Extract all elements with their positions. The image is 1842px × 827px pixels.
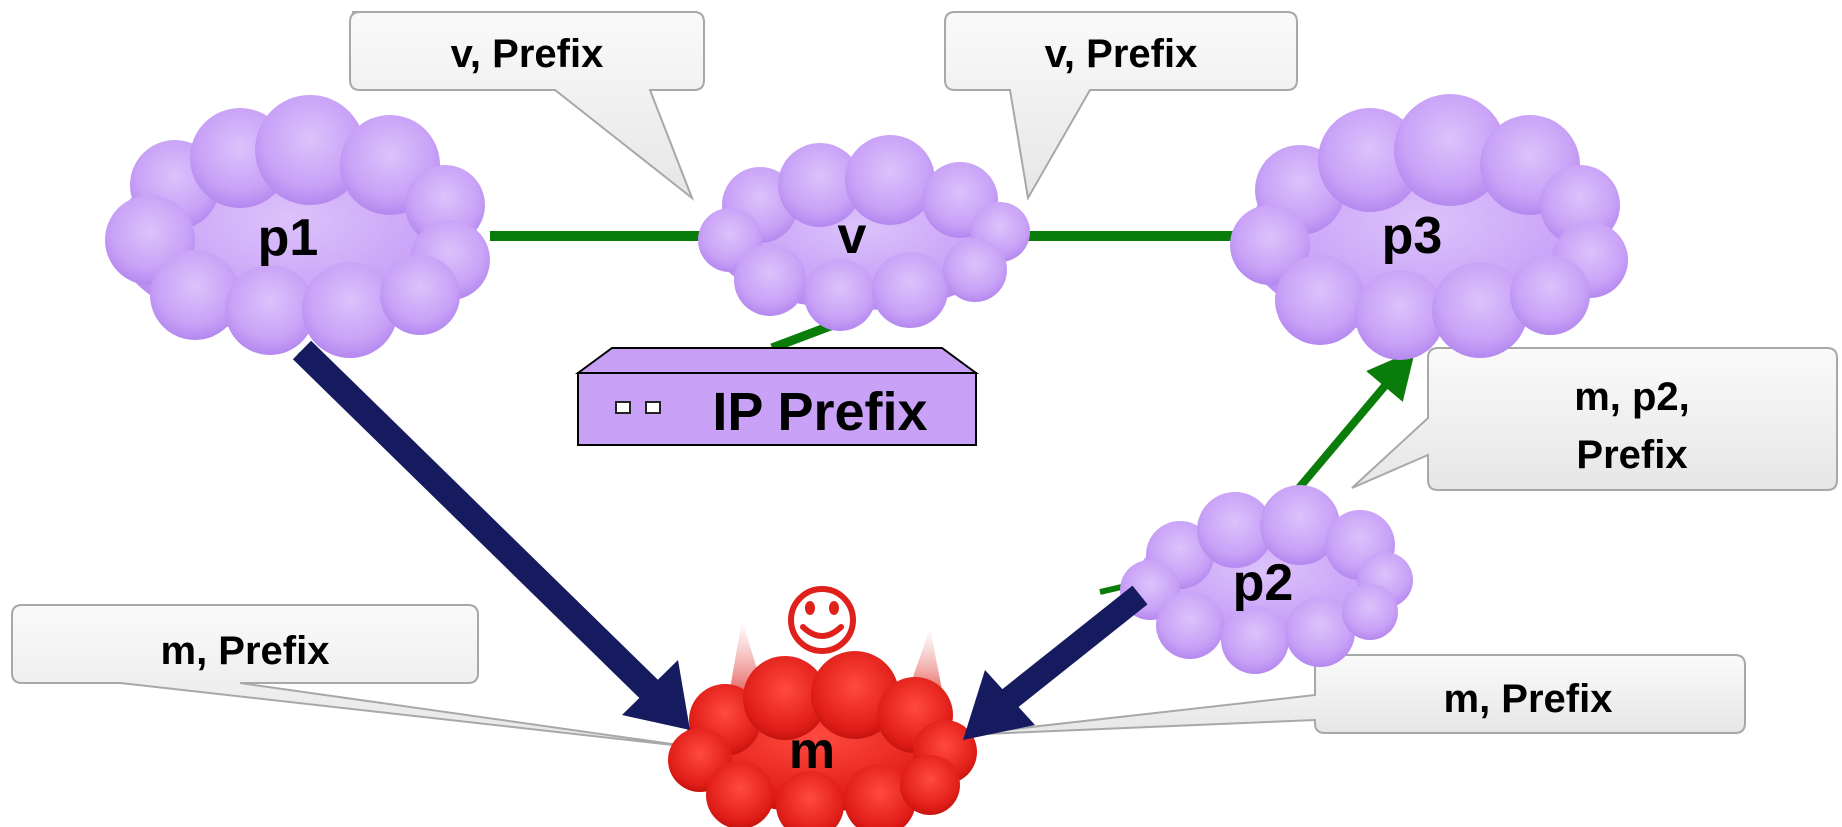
callout-v-prefix-left: v, Prefix — [349, 11, 705, 202]
callout-m-p2-prefix: m, p2, Prefix — [1351, 347, 1838, 491]
cloud-node-p2: p2 — [1120, 485, 1413, 674]
router-ip-prefix: IP Prefix — [574, 347, 980, 446]
callout-v-prefix-right: v, Prefix — [944, 11, 1298, 201]
callout-m-prefix-right: m, Prefix — [959, 654, 1746, 736]
node-label-p1: p1 — [258, 209, 319, 267]
node-label-p3: p3 — [1382, 207, 1443, 265]
smiley-face-icon — [788, 586, 856, 654]
cloud-node-m: m — [668, 651, 977, 827]
node-label-m: m — [789, 722, 835, 780]
callout-m-prefix-left: m, Prefix — [11, 604, 701, 749]
callout-m-prefix-left-text: m, Prefix — [161, 629, 330, 673]
attack-arrow-p2-to-m — [963, 585, 1148, 740]
callout-m-prefix-right-text: m, Prefix — [1444, 677, 1613, 721]
router-label: IP Prefix — [712, 382, 927, 442]
router-led-icon — [615, 401, 631, 414]
cloud-node-p3: p3 — [1230, 94, 1628, 360]
router-led-icon — [645, 401, 661, 414]
cloud-node-p1: p1 — [105, 95, 490, 358]
cloud-node-v: v — [698, 135, 1030, 331]
attack-arrow-p1-to-m — [292, 340, 690, 730]
callout-v-prefix-right-text: v, Prefix — [1045, 32, 1198, 76]
callout-m-p2-prefix-line1: m, p2, — [1574, 375, 1690, 419]
node-label-p2: p2 — [1233, 554, 1294, 612]
callout-m-p2-prefix-line2: Prefix — [1576, 433, 1687, 477]
callout-v-prefix-left-text: v, Prefix — [451, 32, 604, 76]
node-label-v: v — [838, 207, 867, 265]
